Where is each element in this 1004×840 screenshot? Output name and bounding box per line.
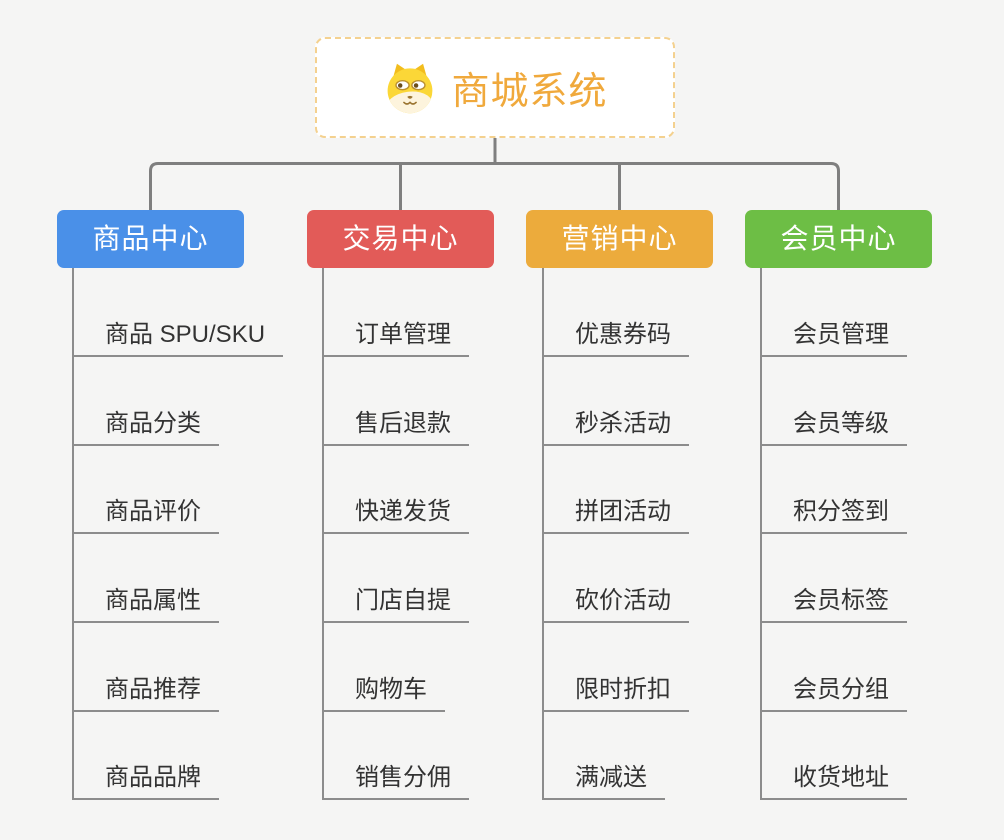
branch-rail-line (149, 162, 840, 210)
tree-item[interactable]: 秒杀活动 (542, 410, 689, 446)
tree-item[interactable]: 商品 SPU/SKU (72, 321, 284, 357)
tree-item[interactable]: 商品评价 (72, 498, 219, 534)
tree-item[interactable]: 销售分佣 (322, 764, 469, 800)
tree-item[interactable]: 收货地址 (760, 764, 907, 800)
tree-item[interactable]: 限时折扣 (542, 676, 689, 712)
tree-item[interactable]: 门店自提 (322, 587, 469, 623)
tree-item[interactable]: 快递发货 (322, 498, 469, 534)
tree-item[interactable]: 会员等级 (760, 410, 907, 446)
tree-item[interactable]: 优惠券码 (542, 321, 689, 357)
tree-item[interactable]: 拼团活动 (542, 498, 689, 534)
dog-face-icon (388, 63, 433, 113)
tree-item[interactable]: 商品分类 (72, 410, 219, 446)
branch-node-marketing-center[interactable]: 营销中心 (526, 210, 713, 268)
tree-item[interactable]: 会员标签 (760, 587, 907, 623)
tree-item[interactable]: 商品属性 (72, 587, 219, 623)
tree-item[interactable]: 砍价活动 (542, 587, 689, 623)
branch-trunk-trade-center (322, 268, 324, 800)
tree-item[interactable]: 售后退款 (322, 410, 469, 446)
tree-item[interactable]: 商品品牌 (72, 764, 219, 800)
tree-item[interactable]: 商品推荐 (72, 676, 219, 712)
root-node[interactable]: 商城系统 (315, 37, 675, 138)
tree-item[interactable]: 积分签到 (760, 498, 907, 534)
branch-trunk-marketing-center (542, 268, 544, 800)
tree-item[interactable]: 会员分组 (760, 676, 907, 712)
branch-node-product-center[interactable]: 商品中心 (57, 210, 244, 268)
tree-item[interactable]: 购物车 (322, 676, 445, 712)
branch-trunk-member-center (760, 268, 762, 800)
root-title: 商城系统 (451, 71, 608, 113)
branch-node-member-center[interactable]: 会员中心 (745, 210, 932, 268)
tree-item[interactable]: 满减送 (542, 764, 665, 800)
tree-item[interactable]: 订单管理 (322, 321, 469, 357)
branch-node-trade-center[interactable]: 交易中心 (307, 210, 494, 268)
tree-item[interactable]: 会员管理 (760, 321, 907, 357)
branch-trunk-product-center (72, 268, 74, 800)
